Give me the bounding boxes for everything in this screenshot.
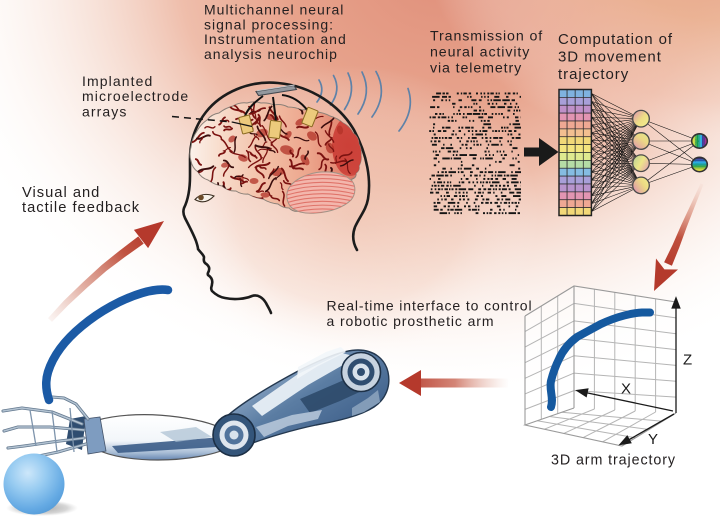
svg-text:Y: Y (648, 431, 658, 448)
svg-text:X: X (621, 381, 631, 398)
svg-text:arrays: arrays (82, 104, 128, 120)
svg-text:Real-time interface to control: Real-time interface to control (327, 298, 533, 314)
svg-text:a robotic prosthetic arm: a robotic prosthetic arm (327, 313, 495, 329)
svg-text:Visual and: Visual and (22, 185, 100, 201)
svg-text:Multichannel neural: Multichannel neural (204, 2, 344, 18)
svg-text:Implanted: Implanted (82, 73, 153, 89)
svg-text:tactile feedback: tactile feedback (22, 200, 140, 216)
svg-text:3D arm trajectory: 3D arm trajectory (551, 453, 676, 469)
svg-text:microelectrode: microelectrode (82, 88, 189, 104)
svg-text:via telemetry: via telemetry (430, 60, 522, 76)
svg-text:3D movement: 3D movement (558, 49, 662, 66)
svg-text:analysis neurochip: analysis neurochip (204, 46, 338, 62)
svg-text:Computation of: Computation of (558, 31, 673, 48)
svg-text:signal processing:: signal processing: (204, 16, 334, 32)
svg-text:Instrumentation and: Instrumentation and (204, 31, 347, 47)
svg-text:Transmission of: Transmission of (430, 29, 543, 45)
svg-text:neural activity: neural activity (430, 45, 530, 61)
svg-text:trajectory: trajectory (558, 66, 629, 83)
svg-text:Z: Z (683, 352, 692, 369)
